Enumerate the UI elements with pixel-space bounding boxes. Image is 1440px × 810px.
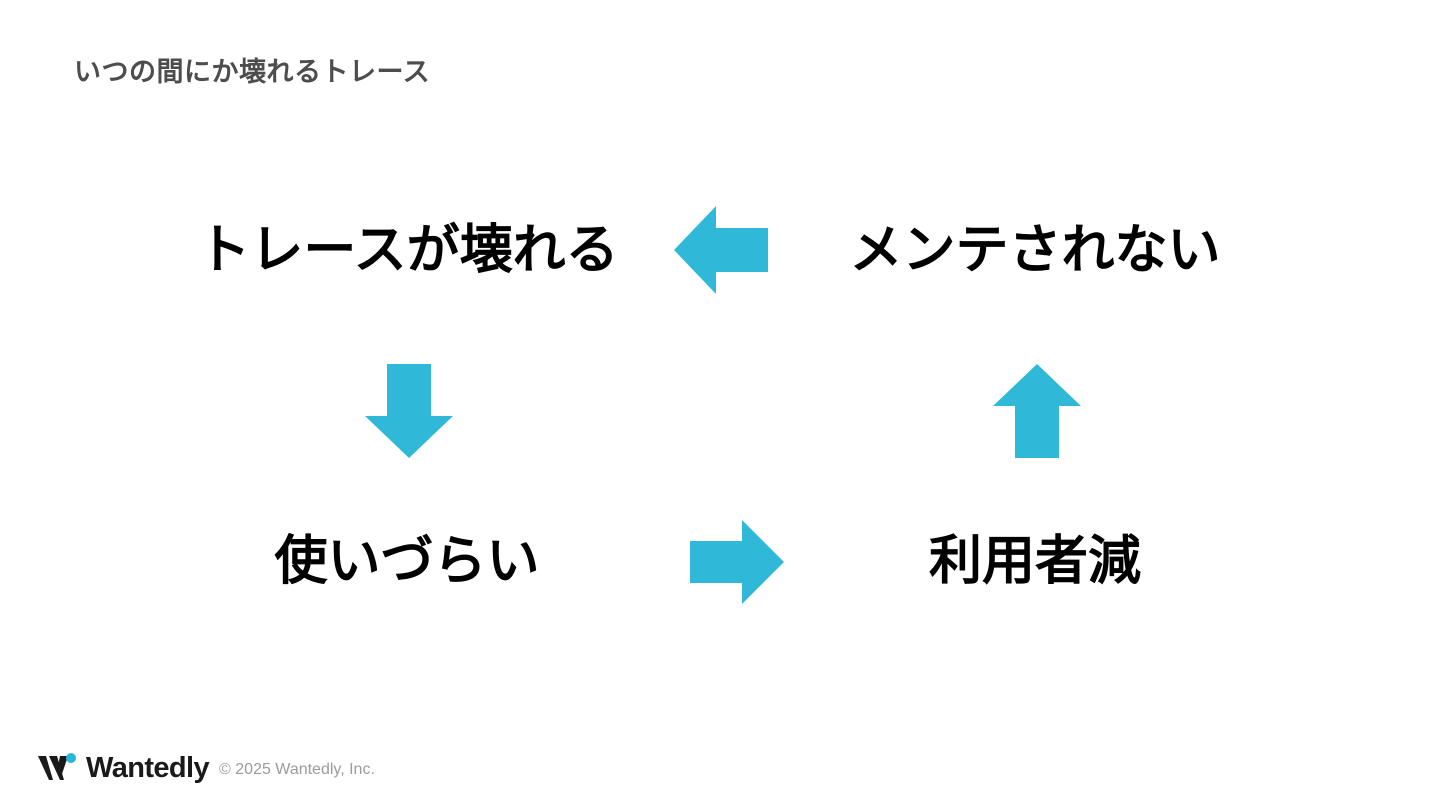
wantedly-wordmark: Wantedly: [86, 751, 210, 784]
arrow-up-icon: [993, 364, 1081, 458]
diagram-node-not-maintained: メンテされない: [849, 220, 1221, 280]
page-title: いつの間にか壊れるトレース: [74, 57, 431, 87]
wantedly-logo: Wantedly: [38, 751, 210, 784]
arrow-left-icon: [674, 206, 768, 294]
wantedly-logo-mark-icon: [38, 752, 80, 782]
diagram-node-hard-to-use: 使いづらい: [274, 531, 540, 591]
copyright-text: © 2025 Wantedly, Inc.: [219, 761, 375, 778]
footer: Wantedly © 2025 Wantedly, Inc.: [38, 752, 375, 782]
diagram-node-fewer-users: 利用者減: [929, 531, 1141, 591]
arrow-down-icon: [365, 364, 453, 458]
arrow-right-icon: [690, 520, 784, 604]
diagram-node-broken-trace: トレースが壊れる: [197, 220, 619, 280]
